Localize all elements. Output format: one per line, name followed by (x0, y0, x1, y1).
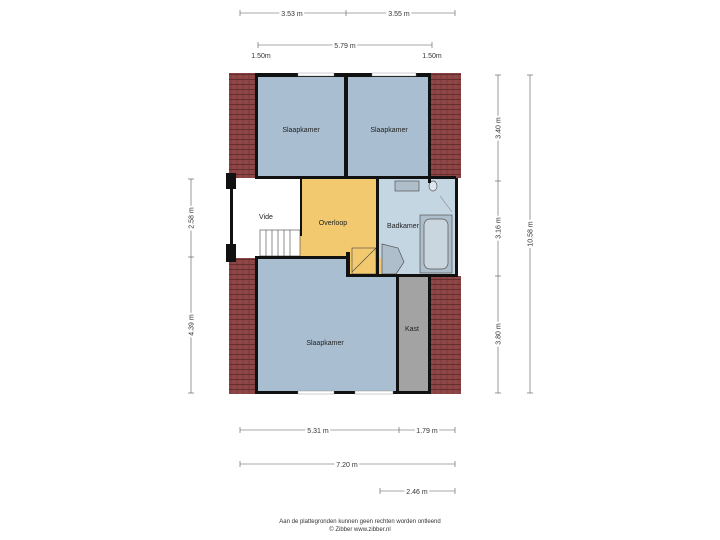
room-slaapkamer-ne (347, 76, 431, 178)
dim-roof-left: 1.50m (251, 53, 271, 60)
roof-right-lower (431, 276, 461, 394)
windows (297, 72, 417, 395)
copyright-text: © Zibber www.zibber.nl (329, 527, 391, 533)
roof-left-lower (229, 258, 257, 394)
dim-bottom-small: 2.46 m (406, 489, 428, 496)
dim-roof-right: 1.50m (422, 53, 442, 60)
dim-right-mid: 3.16 m (496, 217, 503, 239)
dim-right-top: 3.40 m (496, 117, 503, 139)
walls (226, 73, 458, 394)
label-kast: Kast (405, 326, 419, 333)
dim-bottom-left: 5.31 m (307, 428, 329, 435)
room-slaapkamer-s (257, 258, 397, 394)
label-vide: Vide (259, 214, 273, 221)
roof-left-upper (229, 73, 257, 178)
dim-top-right: 3.55 m (388, 11, 410, 18)
label-slaapkamer-s: Slaapkamer (306, 340, 344, 347)
disclaimer-footer: Aan de plattegronden kunnen geen rechten… (0, 518, 720, 534)
dim-top-left: 3.53 m (281, 11, 303, 18)
dimension-lines (188, 10, 533, 494)
label-slaapkamer-ne: Slaapkamer (370, 127, 408, 134)
dim-bottom-right: 1.79 m (416, 428, 438, 435)
dim-left-upper: 2.58 m (189, 207, 196, 229)
label-badkamer: Badkamer (387, 223, 420, 230)
dim-left-lower: 4.39 m (189, 314, 196, 336)
washbasin (394, 180, 420, 192)
dim-right-bottom: 3.80 m (496, 323, 503, 345)
staircase (259, 229, 377, 275)
roof-right-upper (431, 73, 461, 178)
shower (381, 243, 405, 275)
dim-right-total: 10.58 m (528, 221, 535, 246)
disclaimer-text: Aan de plattegronden kunnen geen rechten… (279, 519, 441, 525)
room-slaapkamer-nw (257, 76, 345, 178)
toilet (428, 180, 438, 192)
label-overloop: Overloop (319, 220, 348, 227)
bathroom-fixtures (381, 180, 453, 275)
room-overloop (300, 178, 377, 276)
dim-bottom-total: 7.20 m (336, 462, 358, 469)
room-kast (398, 276, 431, 394)
label-slaapkamer-nw: Slaapkamer (282, 127, 320, 134)
dim-top-total: 5.79 m (334, 43, 356, 50)
